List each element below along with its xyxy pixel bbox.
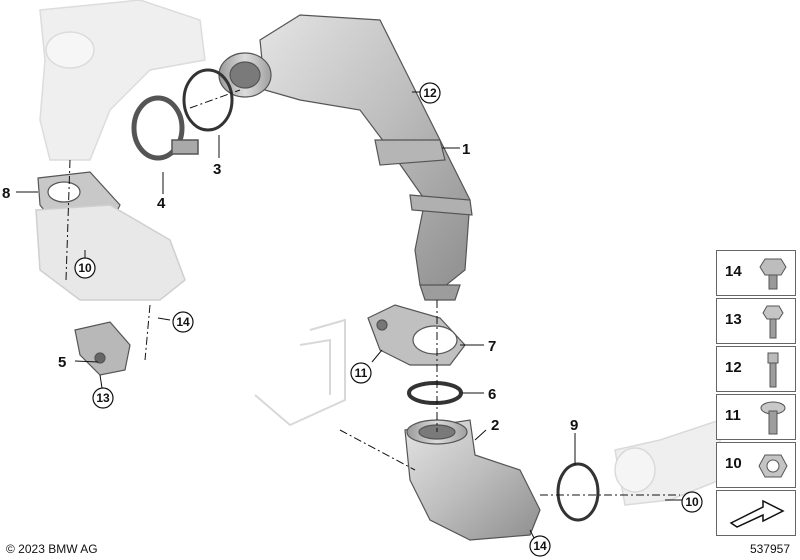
part-1-particulate-filter bbox=[218, 14, 473, 301]
legend-row-arrow bbox=[716, 490, 796, 536]
callout-1: 1 bbox=[462, 141, 470, 158]
callout-14-bottom: 14 bbox=[529, 535, 551, 557]
ghost-turbo-pipe bbox=[39, 0, 206, 161]
callout-3: 3 bbox=[213, 161, 221, 178]
svg-text:11: 11 bbox=[355, 366, 368, 380]
direction-arrow-icon bbox=[729, 499, 785, 528]
torx-bolt-icon bbox=[760, 401, 786, 435]
callout-8: 8 bbox=[2, 185, 10, 202]
callout-10-right: 10 bbox=[681, 491, 703, 513]
callout-9: 9 bbox=[570, 417, 578, 434]
legend-number: 10 bbox=[725, 455, 742, 472]
hex-bolt-icon bbox=[762, 305, 784, 339]
ghost-bracket bbox=[254, 318, 346, 427]
legend-row-13: 13 bbox=[716, 298, 796, 344]
callout-6: 6 bbox=[488, 386, 496, 403]
legend-row-14: 14 bbox=[716, 250, 796, 296]
alignment-lines bbox=[65, 89, 680, 496]
part-5-support-bracket bbox=[74, 321, 131, 376]
part-4-clamp bbox=[131, 95, 199, 161]
copyright-text: © 2023 BMW AG bbox=[6, 542, 98, 556]
svg-text:14: 14 bbox=[176, 315, 190, 329]
stud-bolt-icon bbox=[767, 352, 779, 388]
leader-lines bbox=[16, 91, 682, 541]
legend-number: 11 bbox=[725, 407, 741, 424]
callout-12: 12 bbox=[419, 82, 441, 104]
part-2-catalytic-converter bbox=[404, 419, 541, 541]
callout-10-left: 10 bbox=[74, 257, 96, 279]
ghost-rear-pipe bbox=[614, 418, 721, 506]
part-3-gasket bbox=[182, 68, 234, 132]
part-6-sealing-ring bbox=[407, 381, 463, 405]
callout-13: 13 bbox=[92, 387, 114, 409]
svg-text:14: 14 bbox=[533, 539, 547, 553]
callout-14-left: 14 bbox=[172, 311, 194, 333]
legend-row-10: 10 bbox=[716, 442, 796, 488]
legend-number: 14 bbox=[725, 263, 742, 280]
legend-number: 13 bbox=[725, 311, 742, 328]
legend-row-12: 12 bbox=[716, 346, 796, 392]
callout-4: 4 bbox=[157, 195, 166, 212]
document-number: 537957 bbox=[749, 542, 790, 556]
callout-7: 7 bbox=[488, 338, 496, 355]
callout-5: 5 bbox=[58, 354, 66, 371]
nut-icon bbox=[758, 454, 788, 478]
svg-text:13: 13 bbox=[96, 391, 110, 405]
part-7-flange bbox=[367, 304, 466, 366]
flange-bolt-icon bbox=[759, 258, 787, 290]
ghost-catalyst-left bbox=[35, 204, 186, 301]
legend-number: 12 bbox=[725, 359, 742, 376]
svg-text:12: 12 bbox=[423, 86, 437, 100]
callout-11: 11 bbox=[350, 362, 372, 384]
svg-text:10: 10 bbox=[685, 495, 699, 509]
part-9-gasket bbox=[556, 462, 600, 522]
legend-row-11: 11 bbox=[716, 394, 796, 440]
callout-2: 2 bbox=[491, 417, 499, 434]
svg-text:10: 10 bbox=[78, 261, 92, 275]
